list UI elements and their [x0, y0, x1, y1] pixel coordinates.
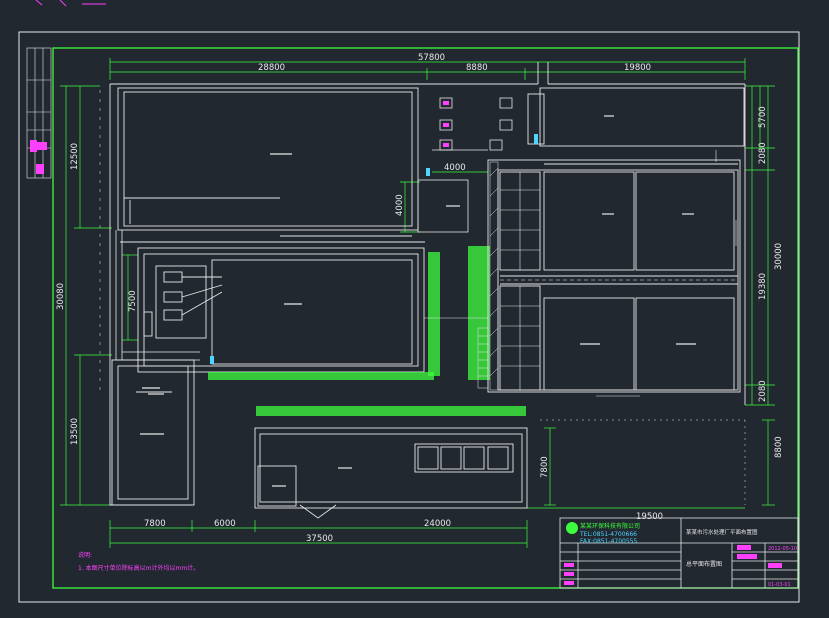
label-marks [140, 115, 696, 487]
dim-inner-b: 4000 [395, 194, 405, 216]
bottom-building [254, 427, 528, 519]
dim-left-a: 12500 [70, 143, 80, 170]
boundary-ticks [99, 90, 746, 505]
drawing-frame [52, 47, 799, 589]
stairs [477, 327, 489, 389]
dim-left-b: 13500 [70, 418, 80, 445]
dim-top-a: 28800 [258, 63, 285, 73]
cyan-marker-2 [534, 134, 538, 144]
top-dimension-lines [109, 58, 746, 80]
main-tank-top-left [117, 87, 425, 243]
treatment-plant [487, 159, 741, 393]
outer-frame [18, 31, 800, 603]
margin-mark-2 [37, 142, 47, 150]
drawing-name: 总平面布置图 [686, 560, 722, 568]
dim-bottom-c: 24000 [424, 519, 451, 529]
dim-right-a: 5700 [758, 106, 768, 128]
cyan-marker-3 [426, 168, 430, 176]
notes-line-1: 1. 本图尺寸单位除标高以m计外均以mm计。 [78, 564, 199, 572]
company-name: 某某环保科技有限公司 [580, 522, 640, 530]
dim-left-c: 7500 [128, 290, 138, 312]
cell-grid-lower [500, 286, 540, 390]
dim-right-d: 19380 [758, 273, 768, 300]
dim-left-total: 30080 [56, 283, 66, 310]
date-1: 2012-05-10 [768, 546, 797, 552]
dim-bottom-b: 6000 [214, 519, 236, 529]
dim-right-f: 8800 [774, 436, 784, 458]
cyan-marker-1 [210, 356, 214, 364]
margin-mark-1 [30, 140, 37, 152]
dim-bottom-right: 19500 [636, 512, 663, 522]
green-hedge-middle [208, 246, 526, 416]
dim-inner-a: 4000 [444, 163, 466, 173]
dim-right-c: 30000 [774, 243, 784, 270]
dim-right-e: 2080 [758, 380, 768, 402]
dim-bottom-total: 37500 [306, 534, 333, 544]
hatched-wall [489, 161, 738, 391]
dim-right-b: 2080 [758, 142, 768, 164]
date-2: 01-03-01 [768, 582, 791, 588]
company-fax: FAX:0851-4700555 [580, 538, 637, 545]
company-logo [566, 522, 578, 534]
pipe-lines [124, 150, 737, 397]
notes-title: 说明: [78, 551, 92, 559]
corner-mark [35, 0, 106, 7]
title-block [559, 517, 799, 589]
cell-grid-upper [500, 172, 540, 270]
bottom-dimension-lines [109, 507, 745, 548]
title-block-marks [564, 545, 782, 585]
equipment-area [417, 97, 513, 233]
left-dimension-lines [60, 85, 138, 506]
equipment-markers [443, 101, 449, 147]
right-dimension-lines [400, 85, 775, 506]
dim-top-b: 8880 [466, 63, 488, 73]
dim-mid-h: 7800 [540, 456, 550, 478]
dim-top-c: 19800 [624, 63, 651, 73]
left-margin-grid [26, 47, 52, 179]
site-boundary [109, 83, 746, 506]
company-tel: TEL:0851-4700666 [579, 531, 637, 538]
middle-tank [137, 247, 425, 373]
bottom-left-building [111, 359, 195, 506]
dim-bottom-a: 7800 [144, 519, 166, 529]
top-right-building [527, 62, 745, 147]
dim-top-total: 57800 [418, 53, 445, 63]
margin-mark-3 [36, 164, 44, 174]
project-name: 某某市污水处理厂平面布置图 [686, 528, 758, 536]
